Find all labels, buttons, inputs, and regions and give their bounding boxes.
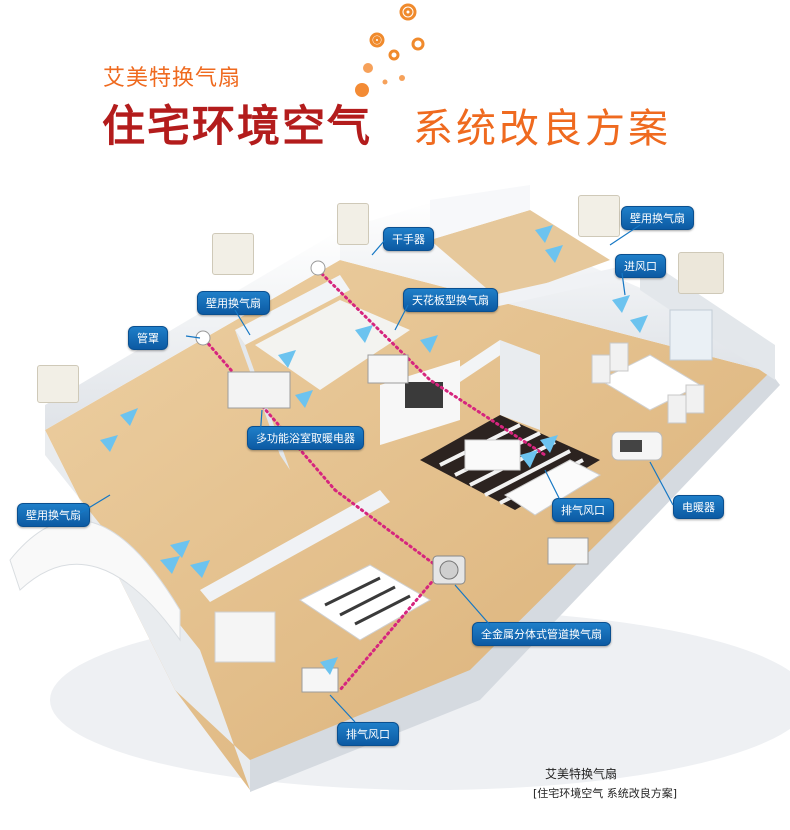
coffee-table [464,439,521,471]
hand-dryer-thumbnail [337,203,369,245]
duct-routes [203,268,547,692]
bathroom-floor [255,300,410,390]
headline-left: 住宅环境空气 [102,102,372,152]
callout-exhaust-bedroom: 排气风口 [337,722,399,746]
callout-air-inlet: 进风口 [615,254,666,278]
heater-grill [620,440,642,452]
callout-bath-heater: 多功能浴室取暖电器 [247,426,364,450]
tv-screen [405,382,443,408]
wall-fan-thumbnail-right [578,195,620,237]
callout-wall-fan-top-right: 壁用换气扇 [621,206,694,230]
brand-title: 艾美特换气扇 [103,66,242,91]
dining-chair-2 [609,342,629,372]
window-right [669,309,713,361]
dining-chair-1 [591,354,611,384]
partition-living [500,340,540,430]
kitchen-wall [430,185,530,240]
outer-wall-front [250,372,780,792]
bed-stripes [324,576,411,626]
callout-dryer: 干手器 [383,227,434,251]
callout-electric-heater: 电暖器 [673,495,724,519]
footer-brand: 艾美特换气扇 [545,767,618,781]
callout-wall-fan-left: 壁用换气扇 [17,503,90,527]
inlet-fan-thumbnail [678,252,724,294]
partition-bedroom [200,490,390,602]
ceiling-grille-living [547,537,589,565]
footer-slogan: [住宅环境空气 系统改良方案] [533,787,678,800]
bedroom-wardrobe [214,611,276,663]
ceiling-grille-bath [367,354,409,384]
outer-wall-back [45,230,340,430]
callout-exhaust-living: 排气风口 [552,498,614,522]
dining-chair-4 [685,384,705,414]
duct-outlet-top [310,260,326,276]
headline-right: 系统改良方案 [413,106,671,152]
outer-wall-left [45,430,250,790]
airflow-arrows [100,225,648,675]
partition-right [470,260,652,312]
duct-fan-unit [432,555,466,585]
partition-bath [235,275,350,345]
kitchen-floor [430,210,610,300]
callout-duct-cover: 管罩 [128,326,168,350]
dining-chair-3 [667,394,687,424]
bubble-decoration [355,3,425,97]
callout-wall-fan-mid: 壁用换气扇 [197,291,270,315]
duct-outlet-left [195,330,211,346]
house-illustration [9,185,790,792]
wall-fan-thumbnail-mid [212,233,254,275]
wall-fan-thumbnail-left [37,365,79,403]
bath-heater-unit [227,371,291,409]
callout-ceiling-fan: 天花板型换气扇 [403,288,498,312]
callout-duct-fan: 全金属分体式管道换气扇 [472,622,611,646]
ceiling-grille-bedroom [301,667,339,693]
